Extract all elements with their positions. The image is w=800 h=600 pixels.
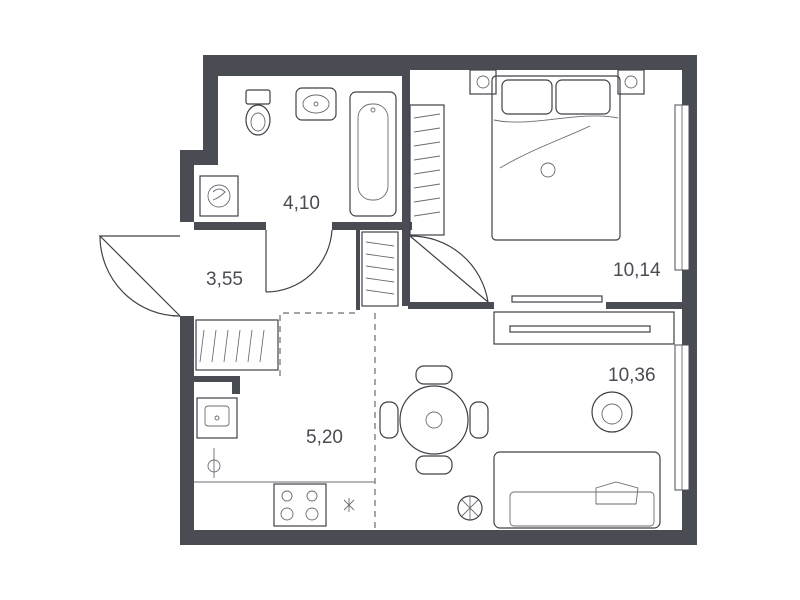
entrance-door-leaf (98, 235, 181, 317)
top-inner-wall (218, 70, 408, 76)
bath-bedroom-wall (402, 70, 410, 306)
windows (674, 104, 690, 491)
stove-icon (273, 483, 327, 527)
bedroom-living-wall-right (606, 302, 682, 309)
toilet-icon (245, 89, 271, 136)
closet-divider (356, 230, 360, 310)
area-label-kitchen: 5,20 (306, 427, 343, 448)
tv-stand-icon (493, 311, 675, 345)
wardrobe-entry (195, 319, 279, 371)
sink-icon (295, 87, 337, 121)
bath-hall-wall-left (194, 222, 266, 230)
area-label-living-room: 10,36 (608, 365, 656, 386)
area-label-bathroom: 4,10 (283, 193, 320, 214)
washing-machine-icon (199, 175, 239, 217)
zone-dividers (279, 312, 376, 530)
kitchen-wall (194, 376, 240, 382)
area-label-bedroom: 10,14 (613, 260, 661, 281)
wardrobe-hallway (361, 231, 399, 307)
bedroom-door (409, 235, 489, 303)
bathroom-door (265, 229, 333, 293)
kitchen-wall-return (232, 376, 240, 394)
wardrobe-bedroom (409, 104, 445, 236)
bath-hall-wall-right (332, 222, 412, 230)
armchair-icon (591, 391, 633, 433)
entrance-door (98, 235, 181, 317)
nightstand-right-icon (617, 69, 645, 95)
kitchen-hood-icon (343, 498, 355, 512)
kitchen-sink-icon (196, 397, 238, 439)
bedroom-living-wall-left (408, 302, 494, 309)
bed-icon (491, 75, 621, 241)
bathtub-icon (349, 91, 397, 217)
nightstand-left-icon (469, 69, 497, 95)
dining-table-icon (379, 365, 489, 475)
bedroom-tv-icon (511, 295, 603, 303)
exterior-walls (180, 55, 697, 545)
sofa-icon (493, 451, 661, 529)
dishwasher-icon (207, 448, 221, 478)
plant-icon (457, 495, 483, 521)
interior-walls (194, 70, 682, 394)
area-label-hallway: 3,55 (206, 269, 243, 290)
